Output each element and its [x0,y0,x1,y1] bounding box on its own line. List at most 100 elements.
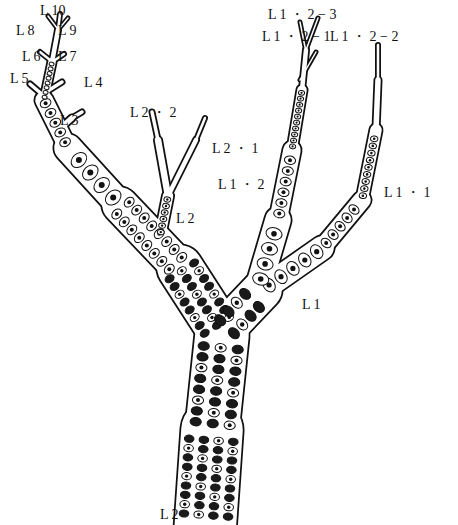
branch-lumen [376,80,378,130]
cartilage-dot [231,391,235,395]
cartilage-ring [363,171,371,178]
cartilage-ring [224,494,234,502]
branch-lumen [30,84,44,96]
cartilage-ring [260,241,279,257]
cartilage-ring [45,81,51,86]
cartilage-ring [369,142,377,149]
cartilage-ring [226,475,236,483]
cartilage-dot [219,346,223,350]
cartilage-ring [157,229,165,235]
cartilage-ring [256,256,275,272]
cartilage-ring [273,208,286,218]
cartilage-ring [291,132,298,138]
cartilage-ring [364,164,372,171]
branch-label: L 5 [10,72,29,86]
cartilage-ring [228,447,238,455]
cartilage-ring [359,192,367,199]
cartilage-ring [208,512,218,520]
cartilage-ring [360,185,368,192]
branch-label: L 6 [22,50,41,64]
cartilage-ring [191,406,203,416]
cartilage-dot [165,240,169,244]
cartilage-ring [183,453,193,461]
cartilage-rings [39,62,379,521]
branch-lumen [300,52,316,80]
cartilage-dot [240,322,244,326]
cartilage-dot [201,457,204,460]
cartilage-dot [196,398,200,402]
cartilage-ring [362,178,370,185]
cartilage-dot [369,159,372,162]
cartilage-ring [161,209,169,215]
cartilage-ring [214,437,224,445]
cartilage-dot [110,195,116,201]
cartilage-dot [162,218,164,220]
cartilage-ring [284,155,297,165]
cartilage-ring [210,493,220,501]
cartilage-ring [164,273,176,284]
cartilage-ring [196,473,206,481]
cartilage-ring [228,438,238,446]
cartilage-dot [178,293,181,296]
cartilage-ring [49,62,55,67]
cartilage-dot [314,249,319,254]
cartilage-ring [347,203,361,217]
cartilage-dot [142,216,146,220]
branch-lumen [168,140,196,196]
branch-label: L 2 [160,508,179,522]
cartilage-dot [210,316,213,319]
cartilage-ring [367,150,375,157]
cartilage-dot [115,212,119,216]
cartilage-ring [68,149,90,170]
branch-label: L 7 [58,50,77,64]
cartilage-dot [370,152,373,155]
cartilage-ring [296,102,303,108]
cartilage-ring [213,446,223,454]
cartilage-ring [293,120,300,126]
branch-label: L 1 [302,298,321,312]
cartilage-dot [193,316,196,319]
cartilage-dot [231,450,234,453]
cartilage-ring [184,435,194,443]
cartilage-dot [286,169,290,173]
cartilage-dot [271,231,277,237]
cartilage-ring [366,157,374,164]
cartilage-dot [295,127,297,129]
branch-label: L 1 ・ 1 [384,186,431,200]
cartilage-ring [179,510,189,518]
cartilage-dot [262,261,268,267]
cartilage-ring [195,492,205,500]
cartilage-dot [278,274,283,279]
cartilage-ring [193,385,205,395]
cartilage-ring [232,345,244,355]
branch-label: L 3 [60,114,79,128]
cartilage-dot [362,194,365,197]
cartilage-ring [265,226,284,242]
cartilage-ring [289,144,296,150]
cartilage-ring [370,135,378,142]
cartilage-ring [44,85,50,90]
cartilage-ring [188,257,200,268]
cartilage-ring [158,222,166,228]
cartilage-dot [228,423,232,427]
cartilage-ring [180,491,190,499]
cartilage-ring [211,375,223,385]
cartilage-dot [49,111,53,115]
cartilage-ring [229,366,241,376]
cartilage-ring [194,374,206,384]
cartilage-dot [135,208,139,212]
branch-edge [40,52,50,60]
cartilage-dot [290,266,295,271]
cartilage-dot [298,110,300,112]
cartilage-ring [196,483,206,491]
cartilage-dot [76,157,82,163]
branch-label: L 9 [58,24,77,38]
cartilage-ring [209,397,221,407]
cartilage-dot [235,358,239,362]
cartilage-dot [324,241,328,245]
cartilage-ring [225,410,237,420]
cartilage-dot [284,180,288,184]
cartilage-ring [298,90,305,96]
cartilage-ring [58,136,72,149]
